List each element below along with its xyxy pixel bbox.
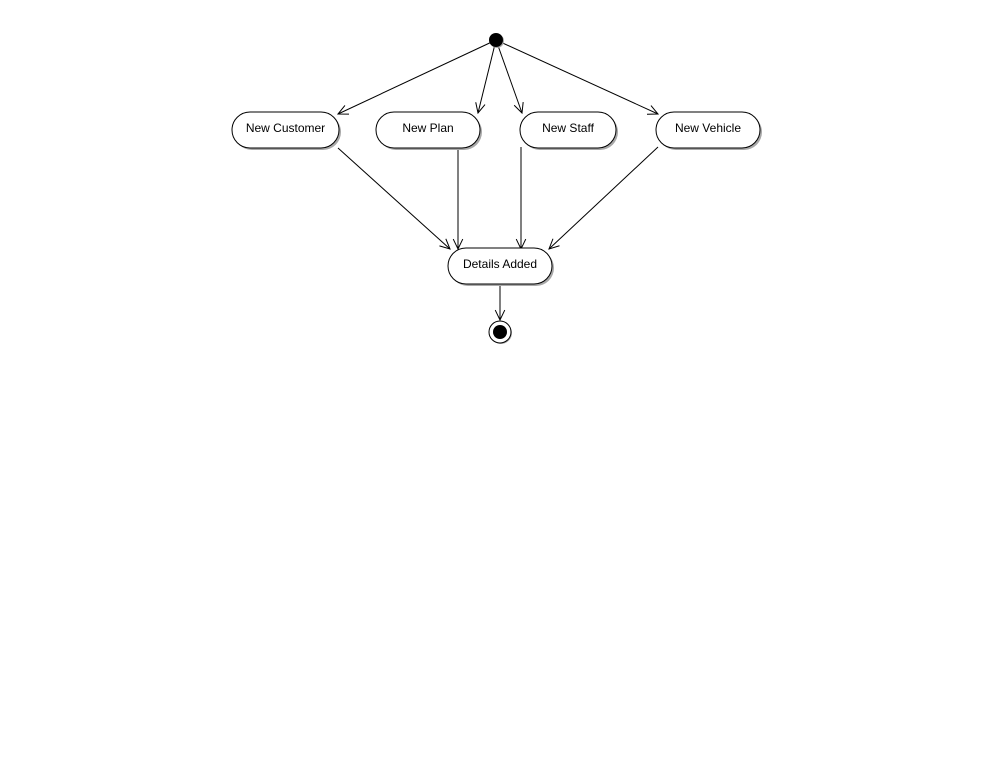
action-node-new-vehicle[interactable]: New Vehicle <box>655 111 762 150</box>
action-node-shape <box>655 111 761 149</box>
edge-new-plan-to-details-added <box>452 147 464 251</box>
edges-layer <box>336 39 660 322</box>
action-label-details-added: Details Added <box>463 257 537 271</box>
edge-new-vehicle-to-details-added <box>548 146 659 250</box>
edge-new-customer-to-details-added <box>337 147 451 250</box>
action-node-details-added[interactable]: Details Added <box>447 247 554 286</box>
edge-details-added-to-end <box>494 284 506 322</box>
action-label-new-vehicle: New Vehicle <box>675 121 741 135</box>
arrowhead-icon <box>452 238 464 251</box>
arrowhead-icon <box>475 102 486 115</box>
action-label-new-staff: New Staff <box>542 121 594 135</box>
arrowhead-icon <box>336 105 350 115</box>
action-label-new-customer: New Customer <box>246 121 325 135</box>
arrowhead-icon <box>494 309 506 322</box>
action-node-shape <box>447 247 553 285</box>
nodes-layer: New Customer New Plan New Staff New Vehicle… <box>231 33 762 344</box>
edge-start-to-new-plan <box>475 39 497 115</box>
final-node-icon[interactable] <box>488 320 512 344</box>
initial-node-icon[interactable] <box>489 33 504 48</box>
action-node-shape <box>231 111 340 149</box>
arrowhead-icon <box>439 238 451 250</box>
action-label-new-plan: New Plan <box>402 121 453 135</box>
action-node-new-customer[interactable]: New Customer <box>231 111 341 150</box>
edge-new-staff-to-details-added <box>515 147 527 251</box>
arrowhead-icon <box>513 102 524 115</box>
edge-start-to-new-staff <box>495 39 524 115</box>
action-node-shape <box>519 111 617 149</box>
arrowhead-icon <box>646 105 660 115</box>
edge-start-to-new-customer <box>336 39 497 115</box>
action-node-new-staff[interactable]: New Staff <box>519 111 618 150</box>
edge-start-to-new-vehicle <box>495 39 660 115</box>
arrowhead-icon <box>548 238 560 250</box>
action-node-new-plan[interactable]: New Plan <box>375 111 482 150</box>
action-node-shape <box>375 111 481 149</box>
